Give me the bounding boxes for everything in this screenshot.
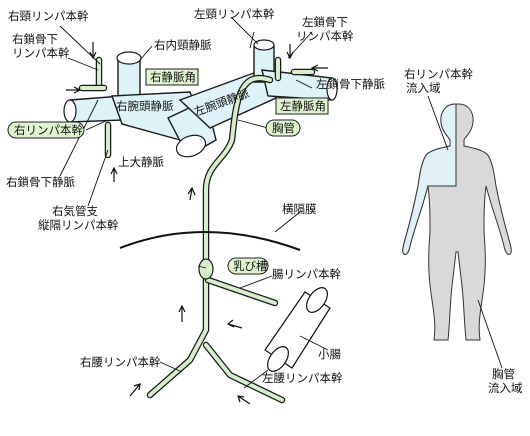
label-l-subclavian-trunk-1: 左鎖骨下 — [302, 15, 348, 29]
label-cisterna-chyli: 乳び槽 — [233, 259, 268, 273]
label-r-internal-jugular-vein: 右内頸静脈 — [154, 38, 212, 52]
thoracic-duct-box — [265, 119, 301, 137]
label-r-lumbar-trunk: 右腰リンパ本幹 — [80, 355, 161, 369]
label-bronchomediastinal-2: 縦隔リンパ本幹 — [38, 218, 119, 232]
label-r-jugular-trunk: 右頸リンパ本幹 — [8, 9, 89, 23]
small-intestine-shape — [264, 287, 331, 372]
label-diaphragm: 横隔膜 — [282, 202, 317, 216]
l-venous-angle-box — [275, 97, 329, 115]
cisterna-chyli-box — [227, 257, 269, 275]
label-intestinal-trunk: 腸リンパ本幹 — [272, 267, 341, 281]
label-r-subclavian-trunk-2: リンパ本幹 — [12, 46, 70, 60]
labels: 右頸リンパ本幹 右鎖骨下 リンパ本幹 左頸リンパ本幹 左鎖骨下 リンパ本幹 右内… — [6, 7, 523, 395]
label-bronchomediastinal-1: 右気管支 — [52, 204, 98, 218]
label-l-jugular-trunk: 左頸リンパ本幹 — [194, 7, 275, 21]
cisterna-chyli-shape — [198, 258, 214, 280]
label-body-thoracic-area-1: 胸管 — [492, 367, 515, 381]
lymph-ducts — [78, 56, 316, 404]
right-internal-jugular-vein — [117, 59, 141, 101]
diaphragm-line — [119, 231, 301, 251]
label-thoracic-duct: 胸管 — [272, 121, 295, 135]
label-body-right-area-1: 右リンパ本幹 — [404, 67, 473, 81]
body-silhouette — [402, 103, 512, 341]
veins — [63, 39, 338, 158]
label-r-subclavian-vein: 右鎖骨下静脈 — [6, 175, 75, 189]
right-subclavian-vein-opening — [63, 99, 77, 123]
human-body-figure — [402, 103, 512, 341]
label-small-intestine: 小腸 — [318, 347, 341, 361]
left-internal-jugular-vein-opening — [253, 39, 275, 51]
body-right-lymph-area — [402, 103, 457, 255]
label-r-subclavian-trunk-1: 右鎖骨下 — [12, 32, 58, 46]
label-superior-vena-cava: 上大静脈 — [118, 155, 164, 169]
label-l-venous-angle: 左静脈角 — [280, 99, 326, 113]
left-subclavian-vein-opening — [326, 77, 338, 101]
leader-lines — [59, 17, 329, 389]
r-lymphatic-duct-box — [7, 121, 85, 139]
label-body-thoracic-area-2: 流入域 — [488, 381, 523, 395]
label-body-right-area-2: 流入域 — [406, 81, 441, 95]
label-r-lymphatic-duct: 右リンパ本幹 — [14, 123, 83, 137]
superior-vena-cava-opening — [175, 134, 207, 158]
right-internal-jugular-vein-opening — [116, 51, 142, 65]
label-r-brachiocephalic-vein: 右腕頭静脈 — [116, 99, 174, 113]
label-l-subclavian-trunk-2: リンパ本幹 — [296, 29, 354, 43]
r-venous-angle-box — [145, 68, 199, 86]
label-r-venous-angle: 右静脈角 — [150, 70, 196, 84]
label-l-lumbar-trunk: 左腰リンパ本幹 — [262, 371, 343, 385]
label-l-subclavian-vein: 左鎖骨下静脈 — [316, 77, 385, 91]
